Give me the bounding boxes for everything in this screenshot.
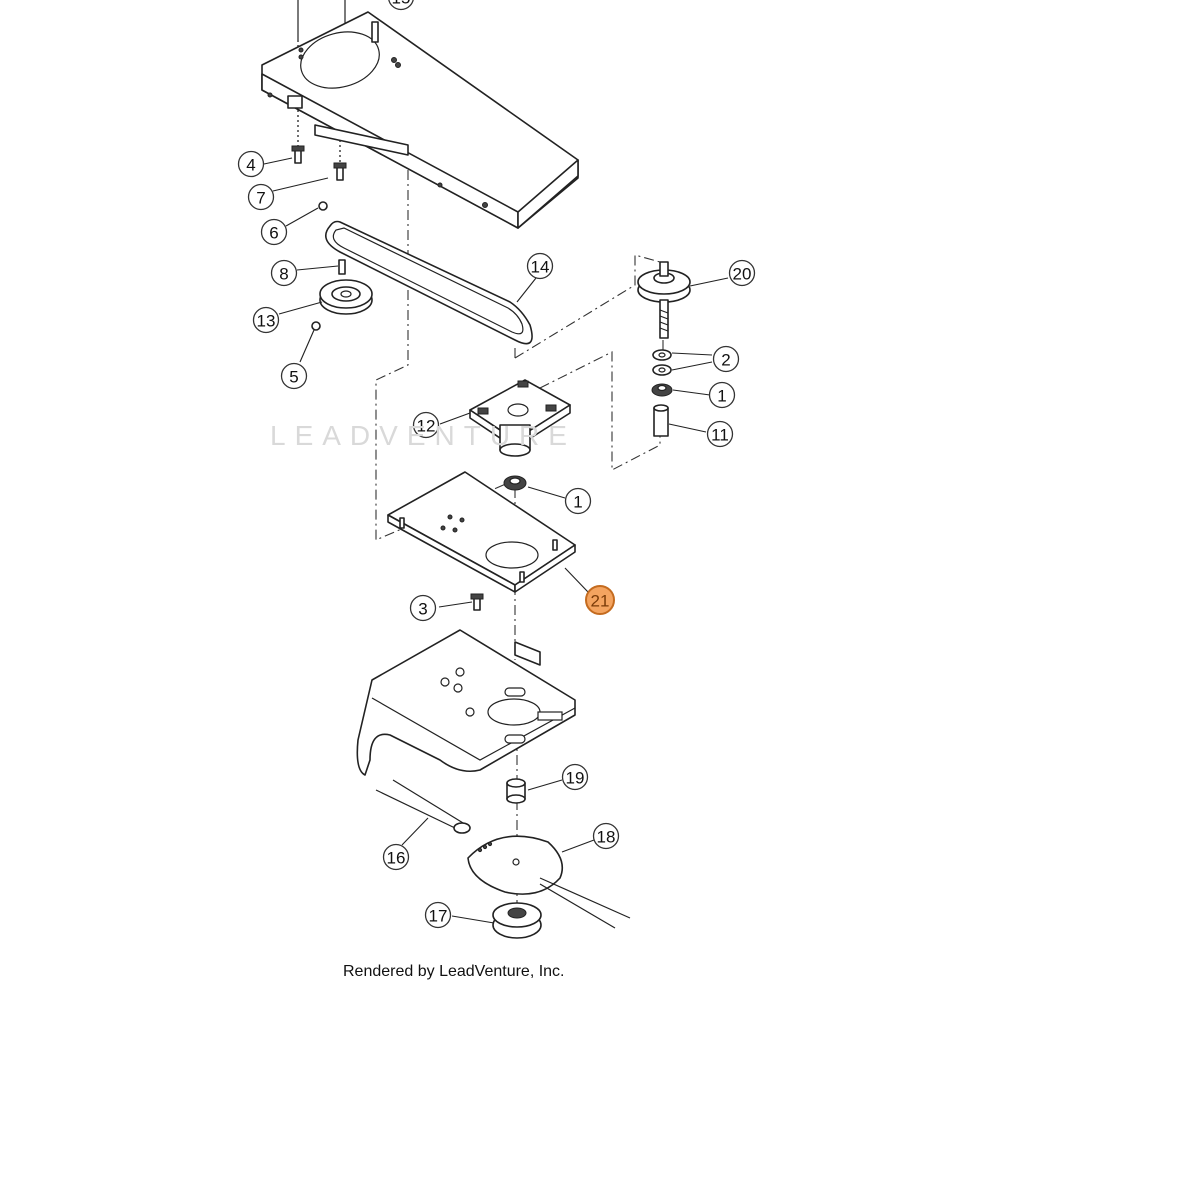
callout-c15[interactable]: 15 [388, 0, 414, 11]
pulley-part-13 [319, 279, 373, 315]
callout-label: 4 [246, 156, 255, 175]
callout-circle [260, 218, 288, 246]
callout-circle [270, 259, 298, 287]
callouts: 1547681351420211112121319181617 [237, 0, 756, 929]
watermark: LEADVENTURE [270, 420, 576, 451]
deck-plate [356, 629, 576, 776]
callout-c7[interactable]: 7 [247, 183, 275, 211]
callout-label: 8 [279, 265, 288, 284]
callout-c20[interactable]: 20 [728, 259, 756, 287]
callout-label: 19 [566, 769, 585, 788]
callout-circle [280, 362, 308, 390]
bolt-part-7 [333, 162, 347, 181]
bolt-part-3 [470, 593, 484, 611]
callout-c14[interactable]: 14 [526, 252, 554, 280]
callout-c1b[interactable]: 1 [564, 487, 592, 515]
callout-label: 17 [429, 907, 448, 926]
credit-text: Rendered by LeadVenture, Inc. [343, 963, 565, 980]
callout-c4[interactable]: 4 [237, 150, 265, 178]
callout-circle [247, 183, 275, 211]
callout-label: 5 [289, 368, 298, 387]
spindle-housing-part-12 [469, 379, 571, 457]
callout-label: 11 [711, 426, 729, 445]
callout-c16[interactable]: 16 [382, 843, 410, 871]
pin-part-8 [338, 259, 346, 275]
callout-label: 13 [257, 312, 276, 331]
callout-label: 16 [387, 849, 406, 868]
callout-c1a[interactable]: 1 [708, 381, 736, 409]
leader-lines [263, 157, 729, 924]
callout-circle [388, 0, 414, 11]
callout-label: 6 [269, 224, 278, 243]
mounting-bracket-part-21 [387, 471, 576, 593]
callout-c3[interactable]: 3 [409, 594, 437, 622]
bearing-part-1-upper [651, 383, 673, 397]
callout-label: 1 [573, 493, 582, 512]
callout-label: 2 [721, 351, 730, 370]
callout-circle [564, 487, 592, 515]
callout-c8[interactable]: 8 [270, 259, 298, 287]
belt-part-14 [324, 220, 533, 345]
screw-part-5 [311, 321, 321, 331]
callout-circle [585, 585, 615, 615]
callout-circle [708, 381, 736, 409]
callout-c2[interactable]: 2 [712, 345, 740, 373]
callout-label: 20 [733, 265, 752, 284]
callout-circle [728, 259, 756, 287]
callout-c18[interactable]: 18 [592, 822, 620, 850]
callout-label: 7 [256, 189, 265, 208]
bearing-part-1-lower [503, 475, 527, 491]
trimmer-plate-part-18 [467, 835, 631, 929]
callout-c6[interactable]: 6 [260, 218, 288, 246]
callout-circle [237, 150, 265, 178]
callout-c19[interactable]: 19 [561, 763, 589, 791]
callout-circle [561, 763, 589, 791]
spacer-part-19 [506, 778, 526, 804]
callout-circle [412, 411, 440, 439]
callout-c12[interactable]: 12 [412, 411, 440, 439]
callout-circle [382, 843, 410, 871]
callout-circle [706, 420, 734, 448]
callout-circle [712, 345, 740, 373]
callout-circle [526, 252, 554, 280]
callout-circle [592, 822, 620, 850]
spring-part-16 [375, 779, 471, 834]
callout-circle [424, 901, 452, 929]
callout-c13[interactable]: 13 [252, 306, 280, 334]
spindle-part-20 [637, 261, 691, 339]
bolt-part-4 [291, 145, 305, 164]
callout-label: 18 [597, 828, 616, 847]
callout-c21[interactable]: 21 [585, 585, 615, 615]
callout-circle [252, 306, 280, 334]
spacer-part-11 [653, 404, 669, 437]
callout-c11[interactable]: 11 [706, 420, 734, 448]
callout-label: 12 [417, 417, 436, 436]
hub-part-17 [492, 902, 542, 939]
callout-c17[interactable]: 17 [424, 901, 452, 929]
callout-label: 21 [591, 592, 610, 611]
callout-label: 3 [418, 600, 427, 619]
screw-part-6 [318, 201, 328, 211]
deck-housing [261, 11, 579, 229]
callout-label: 1 [717, 387, 726, 406]
callout-c5[interactable]: 5 [280, 362, 308, 390]
callout-label: 15 [392, 0, 411, 8]
callout-circle [409, 594, 437, 622]
washers-part-2 [652, 349, 672, 376]
callout-label: 14 [531, 258, 550, 277]
